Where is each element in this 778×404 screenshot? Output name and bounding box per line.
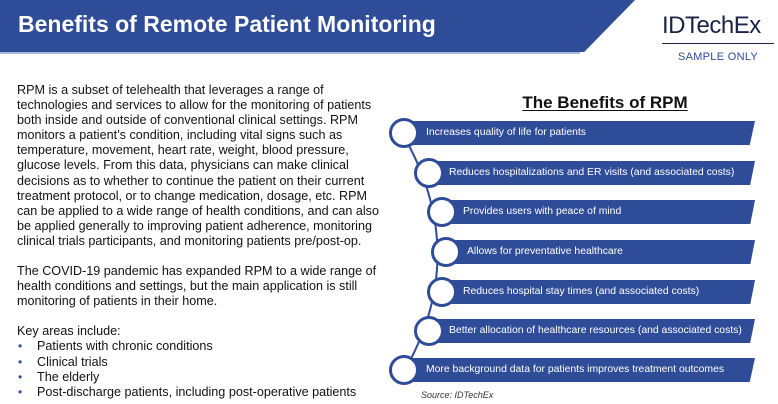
list-item-text: Patients with chronic conditions (37, 339, 213, 354)
benefit-text-1: Increases quality of life for patients (426, 127, 586, 138)
benefit-bar-7 (404, 358, 755, 382)
circle-node-icon (427, 197, 457, 227)
logo-divider (662, 43, 774, 44)
intro-paragraph: RPM is a subset of telehealth that lever… (17, 83, 379, 248)
list-item-text: Post-discharge patients, including post-… (37, 384, 357, 399)
benefit-text-4: Allows for preventative healthcare (467, 246, 623, 257)
list-item-text: The elderly (37, 369, 100, 384)
benefit-bar-1 (404, 121, 755, 145)
idtechex-logo: IDTechEx (662, 12, 761, 39)
circle-node-icon (414, 158, 444, 188)
benefit-text-3: Provides users with peace of mind (463, 206, 622, 217)
key-areas-list: • Patients with chronic conditions • Clini… (17, 339, 382, 399)
bullet-icon: • (18, 369, 23, 384)
circle-node-icon (389, 355, 419, 385)
bullet-icon: • (18, 339, 23, 354)
benefit-text-2: Reduces hospitalizations and ER visits (… (449, 167, 735, 178)
benefit-bar-3 (443, 200, 755, 224)
bullet-icon: • (18, 384, 23, 399)
benefit-text-7: More background data for patients improv… (426, 364, 725, 375)
list-item: • Patients with chronic conditions (17, 339, 382, 354)
title-underline (0, 52, 580, 54)
source-caption: Source: IDTechEx (421, 390, 494, 400)
title-band (0, 0, 635, 52)
benefit-bar-4 (447, 240, 755, 264)
bullet-icon: • (18, 354, 23, 369)
list-item: • Clinical trials (17, 355, 382, 370)
list-item-text: Clinical trials (37, 354, 108, 369)
page-title: Benefits of Remote Patient Monitoring (18, 11, 436, 37)
benefit-text-5: Reduces hospital stay times (and associa… (463, 286, 700, 297)
sample-only-label: SAMPLE ONLY (677, 51, 759, 63)
circle-node-icon (414, 316, 444, 346)
list-item: • Post-discharge patients, including post… (17, 385, 382, 400)
key-areas-label: Key areas include: (17, 324, 121, 339)
benefit-bar-2 (430, 161, 755, 185)
benefits-heading: The Benefits of RPM (470, 93, 740, 113)
benefit-text-6: Better allocation of healthcare resource… (449, 325, 742, 336)
benefit-bar-6 (430, 319, 755, 343)
covid-paragraph: The COVID-19 pandemic has expanded RPM t… (17, 264, 377, 309)
circle-node-icon (427, 277, 457, 307)
circle-node-icon (389, 118, 419, 148)
description-text: RPM is a subset of telehealth that lever… (17, 83, 382, 400)
benefit-bar-5 (443, 280, 755, 304)
circle-node-icon (431, 237, 461, 267)
list-item: • The elderly (17, 370, 382, 385)
benefits-heading-text: The Benefits of RPM (522, 93, 688, 112)
